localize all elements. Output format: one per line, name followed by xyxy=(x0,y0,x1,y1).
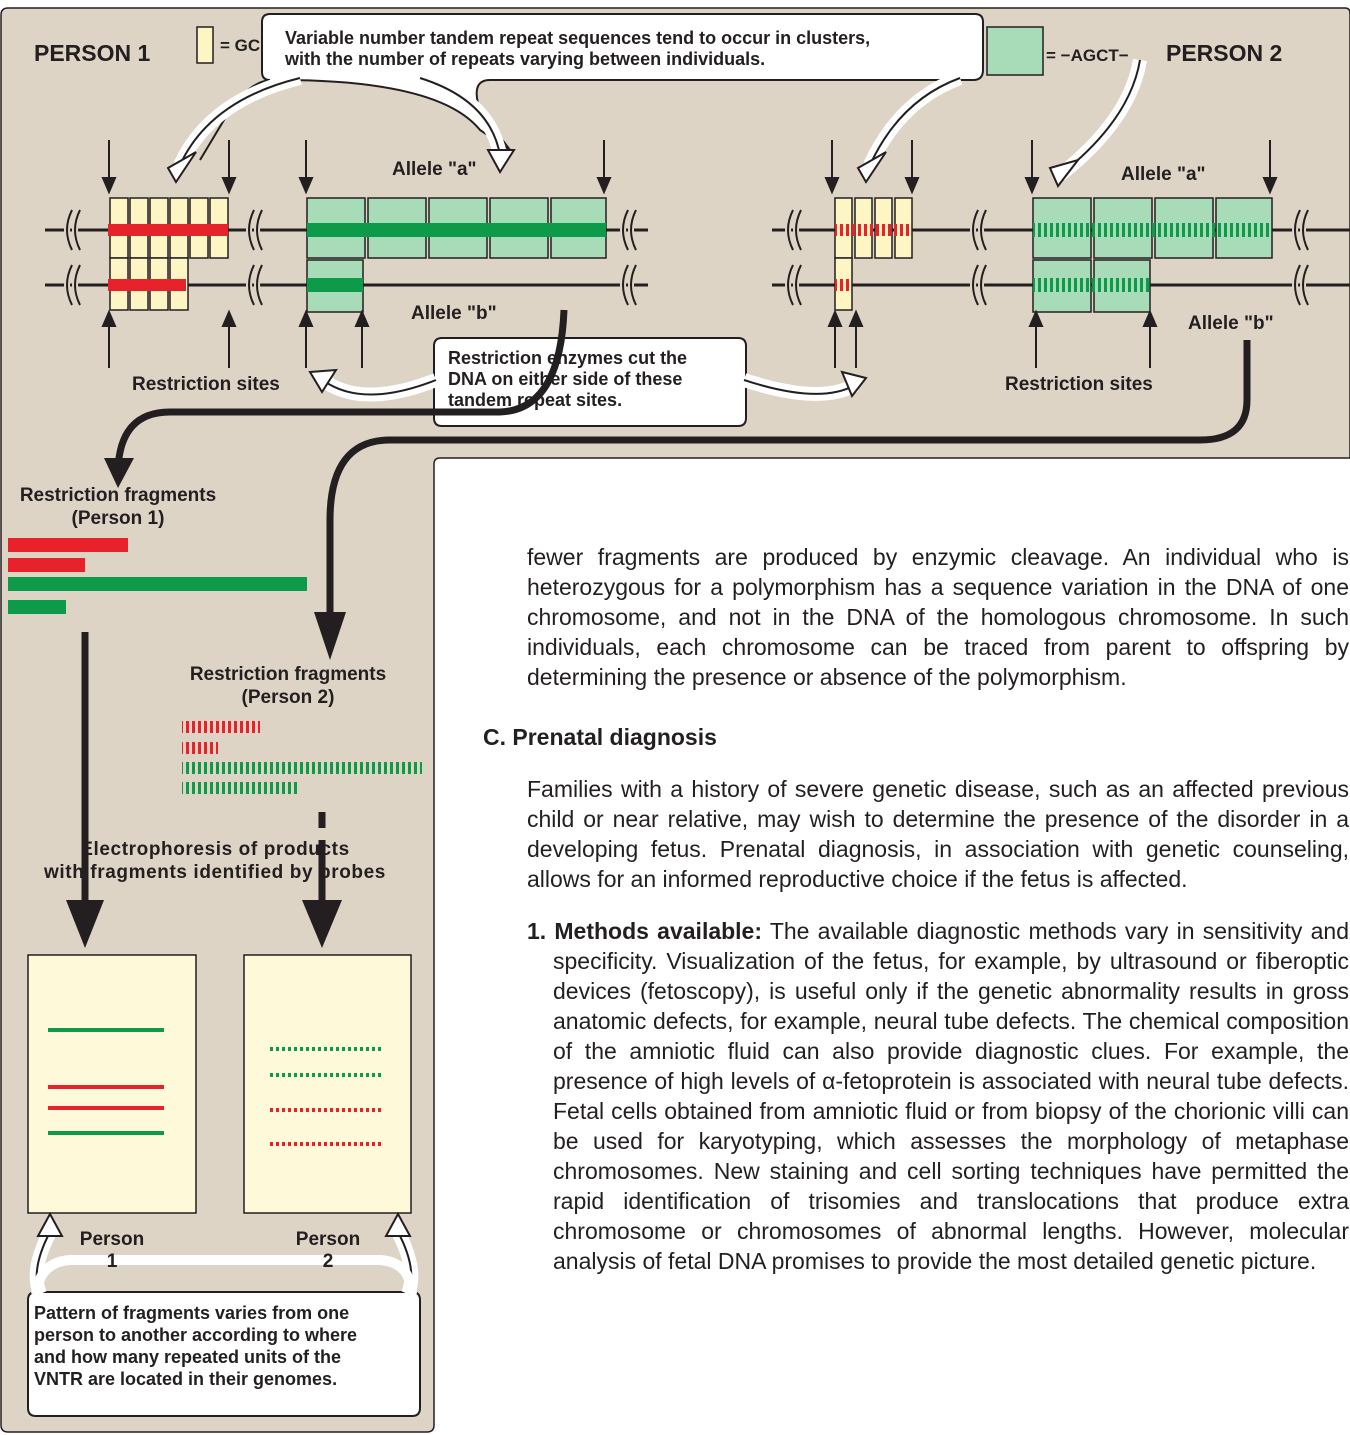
person2-allele-a-red-dashes xyxy=(835,224,912,236)
gc-legend-box xyxy=(196,26,214,64)
gel-person1-bands xyxy=(48,1028,164,1135)
person2-restriction-arrows-up xyxy=(827,309,1158,368)
person1-allele-a-green-band xyxy=(307,223,606,237)
gel-person2-label-line-1: Person xyxy=(295,1229,361,1250)
gel-person1-label: Person 1 xyxy=(62,1229,162,1273)
person2-allele-b-red-dashes xyxy=(835,279,852,291)
middle-callout-text: Restriction enzymes cut the DNA on eithe… xyxy=(448,348,687,411)
person1-fragments-line-2: (Person 1) xyxy=(71,508,165,529)
paragraph-polymorphism: fewer fragments are produced by enzymic … xyxy=(527,544,1349,690)
person1-allele-b-red-band xyxy=(108,279,186,291)
electrophoresis-line-1: Electrophoresis of products xyxy=(80,839,350,860)
person1-break-marks xyxy=(64,208,639,307)
p2-fragment-red-short xyxy=(182,742,218,754)
bottom-callout-text: Pattern of fragments varies from one per… xyxy=(34,1302,418,1390)
person2-allele-b-label: Allele "b" xyxy=(1188,313,1274,334)
person2-fragments-line-1: Restriction fragments xyxy=(189,664,387,685)
electrophoresis-label: Electrophoresis of products with fragmen… xyxy=(10,838,420,884)
person2-fragments-label: Restriction fragments (Person 2) xyxy=(170,663,406,709)
list-item-methods-body: The available diagnostic methods vary in… xyxy=(553,918,1349,1274)
middle-callout-line-1: Restriction enzymes cut the xyxy=(448,348,688,368)
person2-allele-a-label: Allele "a" xyxy=(1121,164,1206,185)
top-callout-arrowheads xyxy=(166,149,1081,188)
section-heading-prenatal-diagnosis: C. Prenatal diagnosis xyxy=(483,724,717,750)
p1-fragment-green-short xyxy=(8,600,66,614)
person1-allele-a-label: Allele "a" xyxy=(392,159,477,180)
person2-restriction-arrows-down xyxy=(824,140,1278,195)
person1-allele-a-red-band xyxy=(108,224,228,236)
p2-fragment-green-short xyxy=(182,782,300,794)
person2-allele-b-green-dashes xyxy=(1033,278,1150,292)
person2-restriction-sites-label: Restriction sites xyxy=(1005,374,1153,395)
p1-fragment-green-long xyxy=(8,577,307,591)
person1-allele-b-label: Allele "b" xyxy=(411,303,497,324)
person1-allele-b-green-band xyxy=(307,278,363,292)
p1-fragment-red-long xyxy=(8,538,128,552)
gel-person1-label-line-2: 1 xyxy=(106,1251,118,1272)
person2-break-marks xyxy=(785,208,1311,307)
flow-arrowheads xyxy=(66,458,346,948)
top-callout-arrows xyxy=(173,58,1147,181)
electrophoresis-line-2: with fragments identified by probes xyxy=(44,862,386,883)
person1-label: PERSON 1 xyxy=(34,40,151,66)
person1-restriction-arrows-down xyxy=(101,140,612,195)
paragraph-families: Families with a history of severe geneti… xyxy=(527,776,1349,892)
person1-fragments-label: Restriction fragments (Person 1) xyxy=(0,484,236,530)
bottom-callout-line-1: Pattern of fragments varies from one xyxy=(34,1303,350,1323)
gc-legend-label: = GC xyxy=(220,36,261,55)
gel-person2-label-line-2: 2 xyxy=(322,1251,334,1272)
person1-fragments-line-1: Restriction fragments xyxy=(19,485,217,506)
person2-dna xyxy=(772,140,1350,368)
top-callout-line-1: Variable number tandem repeat sequences … xyxy=(285,28,871,48)
person2-label: PERSON 2 xyxy=(1166,40,1283,66)
person2-fragment-bars xyxy=(182,721,422,794)
agct-legend-box xyxy=(986,26,1044,76)
gel-person2 xyxy=(243,954,412,1214)
person2-fragments-line-2: (Person 2) xyxy=(241,687,335,708)
gel-person1-label-line-1: Person xyxy=(79,1229,145,1250)
person1-dna xyxy=(45,140,648,368)
gel-person2-label: Person 2 xyxy=(278,1229,378,1273)
list-item-methods-title: 1. Methods available: xyxy=(527,918,763,944)
person1-restriction-arrows-up xyxy=(101,309,370,368)
middle-callout-line-2: DNA on either side of these xyxy=(448,369,683,389)
top-callout-line-2: with the number of repeats varying betwe… xyxy=(285,49,766,69)
p2-fragment-red-long xyxy=(182,721,260,733)
top-callout-text: Variable number tandem repeat sequences … xyxy=(285,28,870,70)
person2-allele-a-green-dashes xyxy=(1033,223,1272,237)
bottom-callout-line-3: and how many repeated units of the xyxy=(34,1347,342,1367)
p1-fragment-red-short xyxy=(8,558,85,572)
gel-person1 xyxy=(27,954,197,1214)
gel-person2-bands xyxy=(268,1047,381,1146)
bottom-callout xyxy=(27,1211,421,1417)
text-column: fewer fragments are produced by enzymic … xyxy=(483,542,1349,1276)
agct-legend-label: = −AGCT− xyxy=(1046,46,1129,65)
middle-callout xyxy=(308,337,868,427)
person1-fragment-bars xyxy=(8,538,307,614)
bottom-callout-line-4: VNTR are located in their genomes. xyxy=(34,1369,338,1389)
bottom-callout-line-2: person to another according to where xyxy=(34,1325,358,1345)
p2-fragment-green-long xyxy=(182,762,422,774)
person1-restriction-sites-label: Restriction sites xyxy=(132,374,280,395)
middle-callout-line-3: tandem repeat sites. xyxy=(448,390,623,410)
list-item-methods-available: 1. Methods available: The available diag… xyxy=(527,916,1349,1276)
